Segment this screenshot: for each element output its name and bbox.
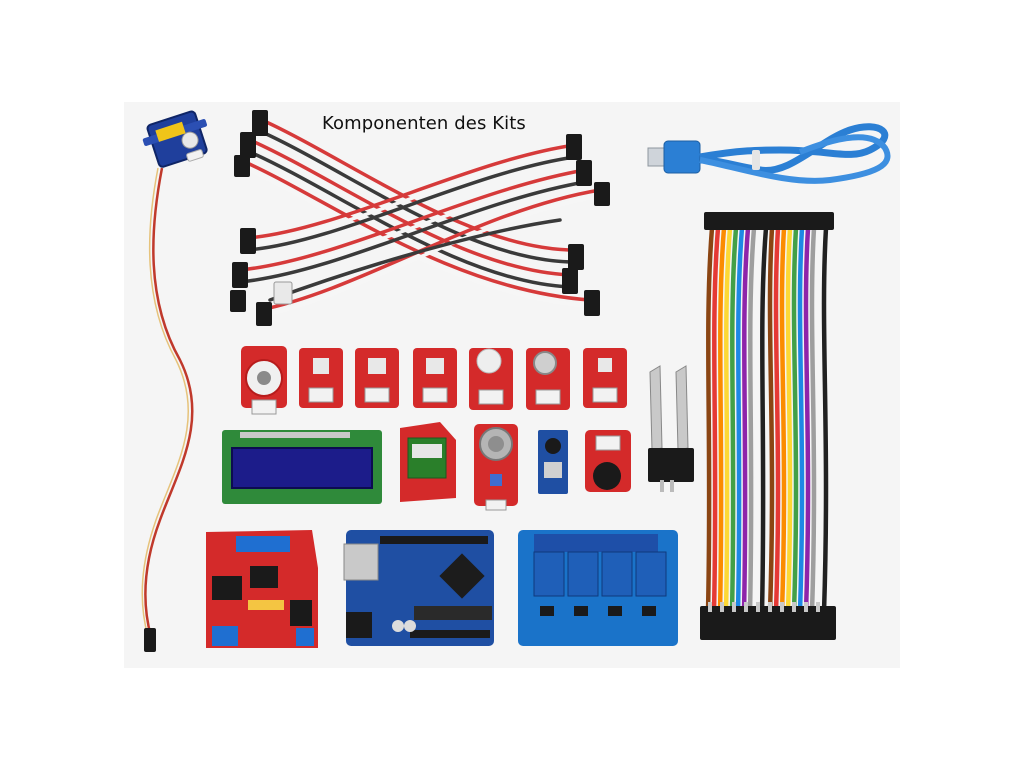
dupont-ribbon-cable — [700, 212, 836, 640]
potentiometer-module — [526, 348, 570, 410]
uno-board — [343, 530, 494, 646]
humidity-sensor-module — [413, 348, 457, 408]
light-sensor-module — [299, 348, 343, 408]
sensor-modules — [241, 346, 627, 415]
io-expansion-shield — [206, 530, 318, 648]
servo-jumper-wires — [230, 110, 610, 326]
lcd-1602-display — [222, 430, 382, 504]
buzzer-module — [585, 430, 631, 492]
usb-cable — [647, 123, 891, 184]
led-module — [241, 346, 287, 415]
bluetooth-module — [400, 422, 456, 502]
servo-motor — [141, 110, 208, 652]
gas-sensor-module — [474, 424, 518, 511]
pir-sensor-module — [469, 348, 513, 410]
switch-module — [583, 348, 627, 408]
kit-caption: Komponenten des Kits — [322, 113, 526, 134]
blue-sensor-module — [538, 430, 568, 494]
temperature-sensor-module — [355, 348, 399, 408]
four-channel-relay-board — [518, 530, 678, 646]
soil-moisture-probe — [648, 365, 694, 492]
